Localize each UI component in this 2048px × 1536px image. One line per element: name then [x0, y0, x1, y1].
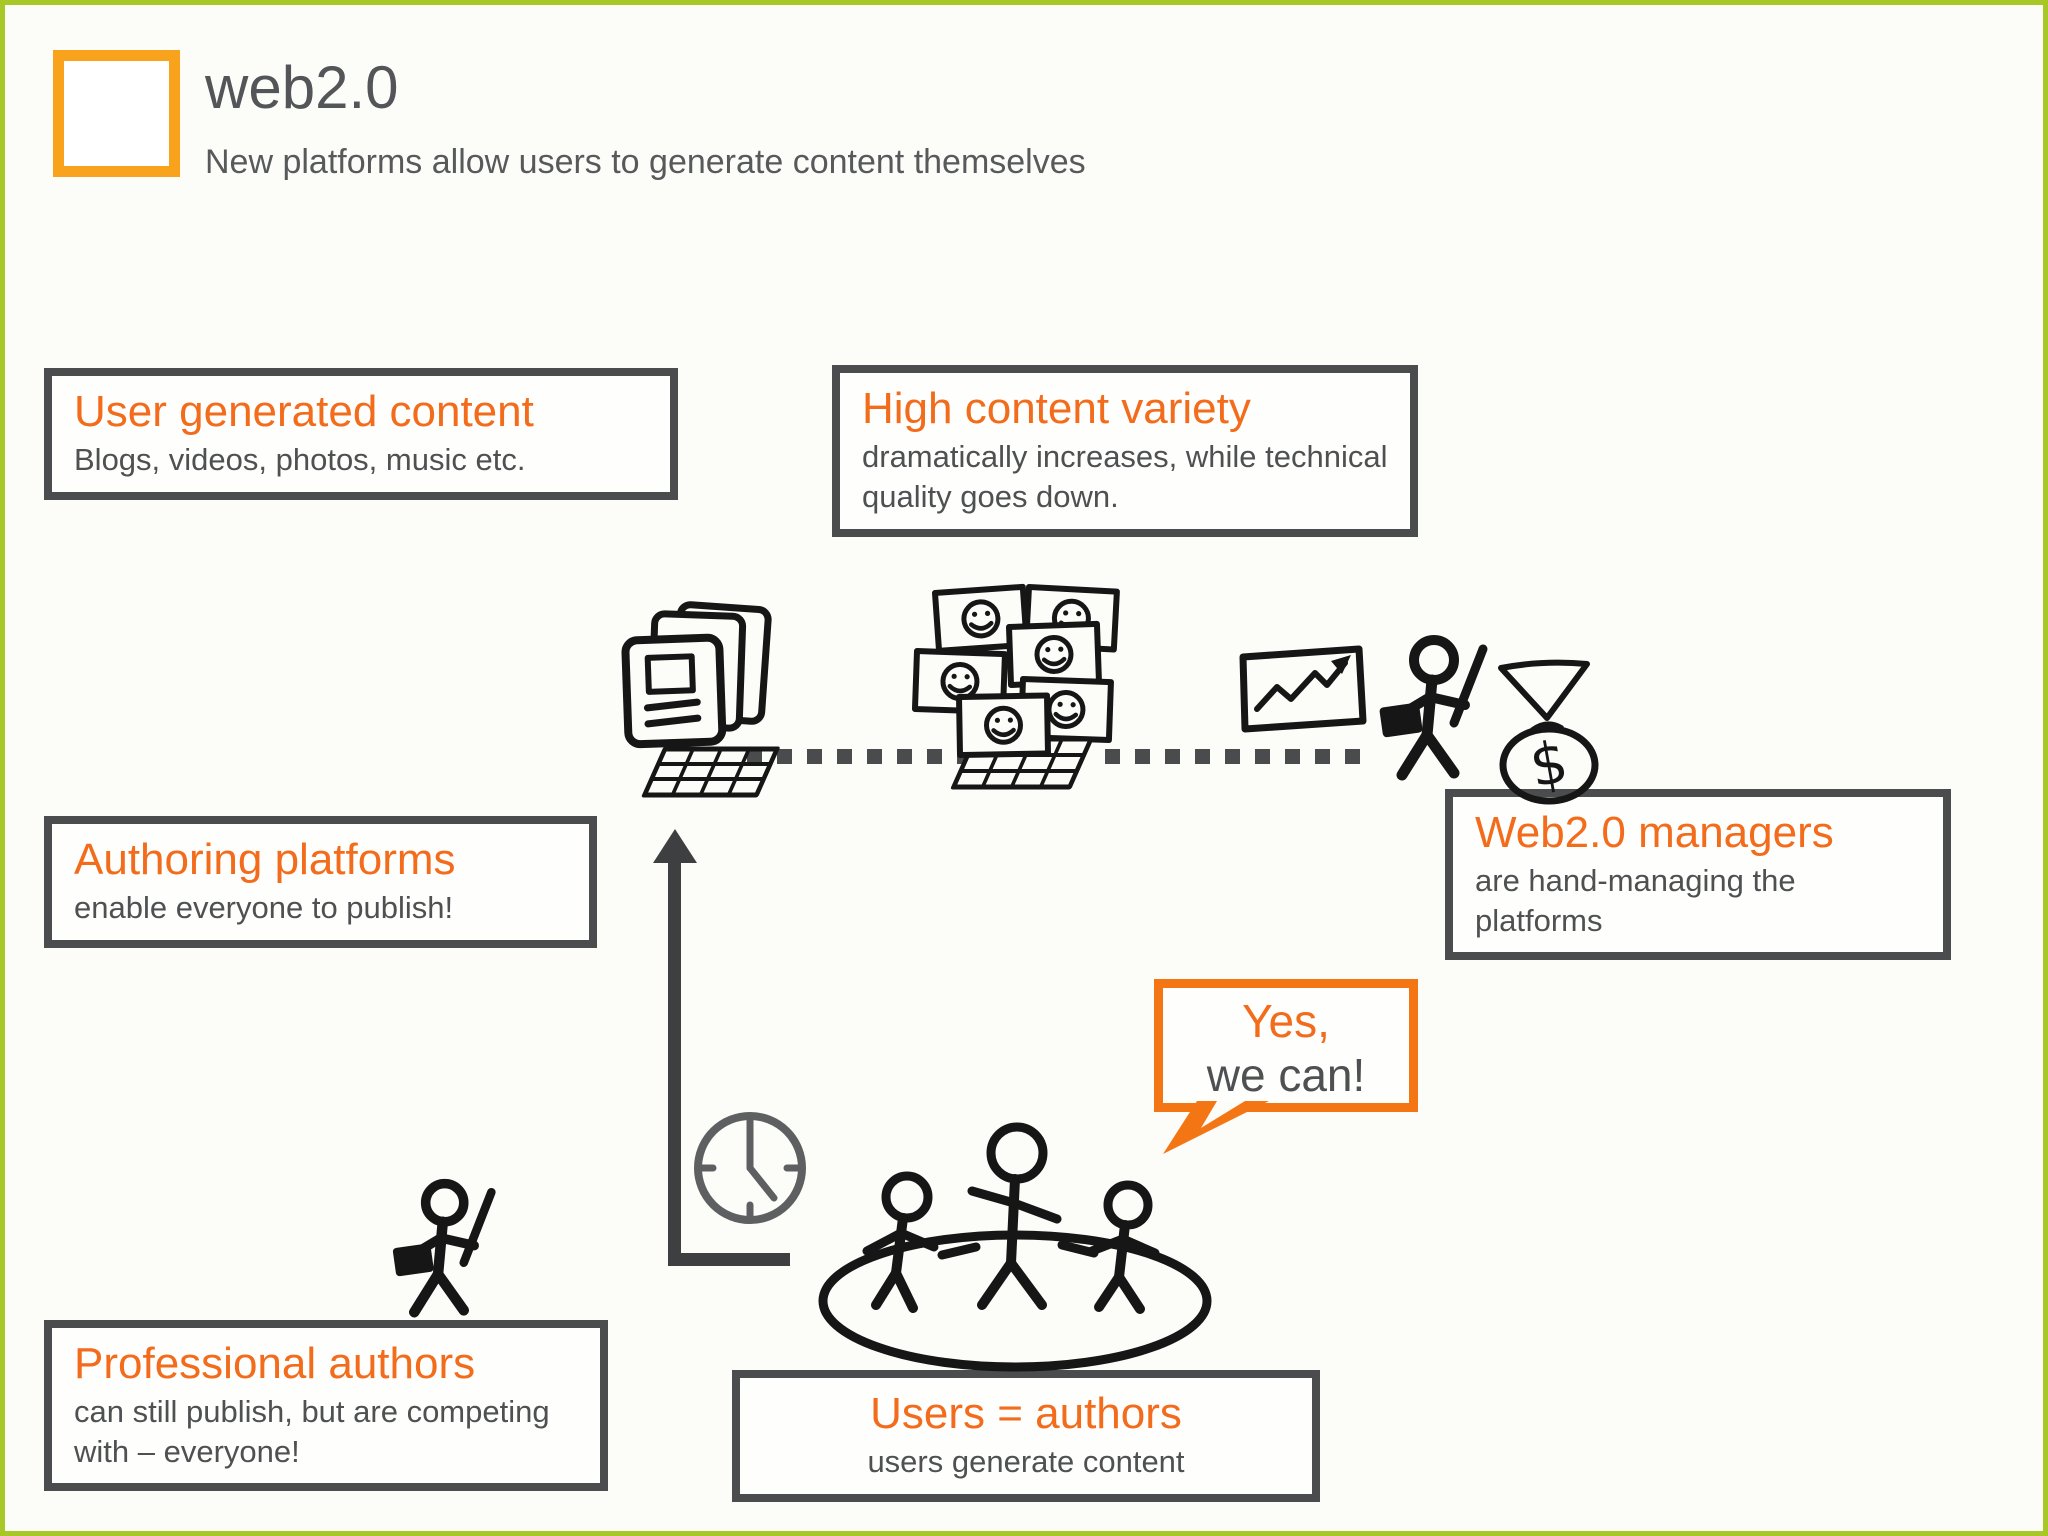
time-axis-arrow-icon	[653, 829, 697, 863]
speech-bubble-line1: Yes,	[1242, 995, 1330, 1047]
professional-author-stick-figure-icon	[392, 1178, 496, 1318]
smiley-photos-icon	[917, 587, 1157, 790]
callout-user-generated-content: User generated content Blogs, videos, ph…	[44, 368, 678, 500]
callout-title: Authoring platforms	[74, 835, 456, 884]
dotted-connector-right	[1105, 749, 1363, 764]
callout-title: Professional authors	[74, 1339, 476, 1388]
document-stack-icon	[621, 601, 780, 798]
speech-bubble-tail	[1163, 1101, 1269, 1154]
time-axis-horizontal	[668, 1253, 790, 1266]
brand-logo-square-icon	[53, 50, 180, 177]
callout-title: Users = authors	[870, 1389, 1182, 1438]
page-title: web2.0	[205, 54, 399, 121]
callout-body: users generate content	[867, 1443, 1185, 1479]
time-axis-vertical	[668, 861, 681, 1259]
callout-high-content-variety: High content variety dramatically increa…	[832, 365, 1418, 537]
callout-body: dramatically increases, while technical …	[862, 438, 1388, 514]
funnel-money-bag-icon: $	[1498, 659, 1599, 805]
callout-body: are hand-managing the platforms	[1475, 862, 1796, 938]
dollar-sign: $	[1525, 727, 1573, 800]
callout-title: High content variety	[862, 384, 1251, 433]
speech-bubble-line2: we can!	[1206, 1049, 1366, 1102]
callout-authoring-platforms: Authoring platforms enable everyone to p…	[44, 816, 597, 948]
dotted-connector-left	[747, 749, 969, 764]
callout-body: Blogs, videos, photos, music etc.	[74, 441, 526, 477]
clock-icon	[694, 1112, 806, 1224]
callout-body: enable everyone to publish!	[74, 889, 454, 925]
callout-title: User generated content	[74, 387, 534, 436]
callout-body: can still publish, but are competing wit…	[74, 1393, 550, 1469]
growth-chart-icon	[1239, 645, 1367, 733]
page-subtitle: New platforms allow users to generate co…	[205, 143, 1086, 181]
callout-professional-authors: Professional authors can still publish, …	[44, 1320, 608, 1492]
callout-title: Web2.0 managers	[1475, 808, 1834, 857]
speech-bubble: Yes, we can!	[1154, 979, 1418, 1112]
callout-web20-managers: Web2.0 managers are hand-managing the pl…	[1445, 789, 1951, 961]
callout-users-equal-authors: Users = authors users generate content	[732, 1370, 1320, 1502]
manager-stick-figure-icon	[1379, 635, 1488, 781]
keyboard-icon	[641, 746, 780, 798]
users-crowd-icon	[818, 1122, 1212, 1372]
